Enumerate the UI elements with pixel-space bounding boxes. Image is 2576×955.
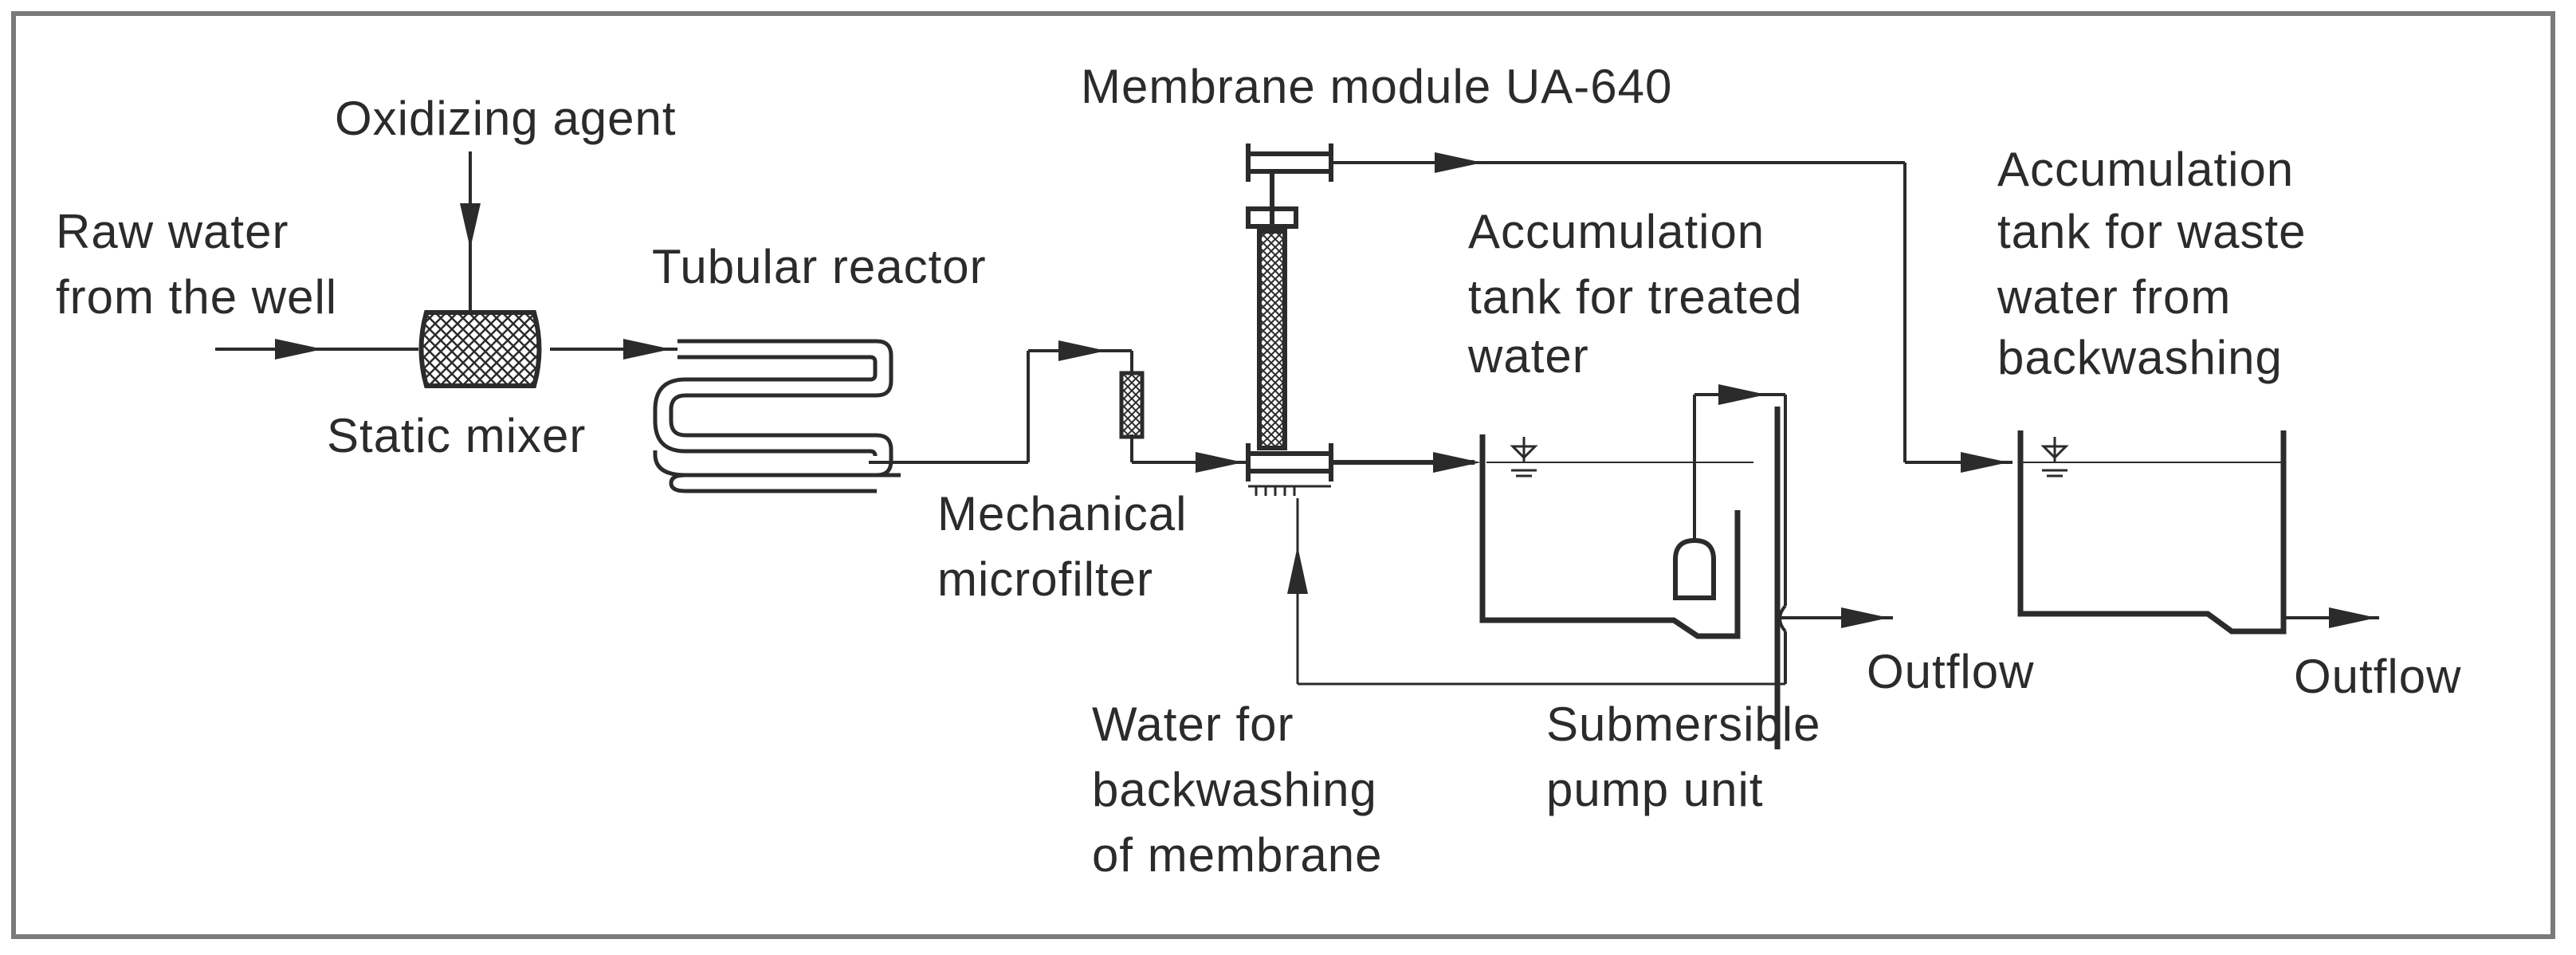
label-mechanical-line2: microfilter bbox=[937, 552, 1154, 606]
static-mixer bbox=[418, 310, 542, 388]
label-waste-tank-line1: Accumulation bbox=[1997, 143, 2295, 196]
label-pump-line2: pump unit bbox=[1546, 763, 1764, 816]
label-backwash-line3: of membrane bbox=[1092, 828, 1383, 882]
permeate-line bbox=[1331, 452, 1481, 473]
label-outflow-waste: Outflow bbox=[2294, 650, 2462, 703]
treated-tank-water-level-icon bbox=[1510, 437, 1538, 478]
reactor-outlet-line bbox=[869, 340, 1247, 473]
label-pump-line1: Submersible bbox=[1546, 698, 1821, 751]
tubular-reactor bbox=[653, 339, 901, 493]
label-waste-tank-line2: tank for waste bbox=[1997, 205, 2307, 258]
label-static-mixer: Static mixer bbox=[327, 409, 587, 462]
label-mechanical-line1: Mechanical bbox=[937, 487, 1188, 540]
label-membrane-module: Membrane module UA-640 bbox=[1081, 60, 1673, 113]
label-backwash-line2: backwashing bbox=[1092, 763, 1377, 816]
treated-water-tank bbox=[1479, 407, 1781, 749]
concentrate-line bbox=[1331, 152, 2012, 473]
raw-water-inlet-line bbox=[215, 339, 418, 360]
membrane-module bbox=[1246, 143, 1333, 496]
submersible-pump bbox=[1287, 384, 1787, 686]
label-waste-tank-line4: backwashing bbox=[1997, 331, 2283, 384]
label-treated-tank-line3: water bbox=[1468, 329, 1589, 383]
label-raw-water-line2: from the well bbox=[56, 270, 338, 324]
treated-outflow-line bbox=[1777, 607, 1893, 628]
waste-tank-water-level-icon bbox=[2040, 437, 2069, 478]
label-tubular-reactor: Tubular reactor bbox=[652, 240, 987, 293]
label-treated-tank-line1: Accumulation bbox=[1468, 205, 1765, 258]
label-outflow-treated: Outflow bbox=[1867, 645, 2035, 698]
label-treated-tank-line2: tank for treated bbox=[1468, 270, 1803, 324]
waste-water-tank bbox=[2017, 430, 2287, 635]
label-waste-tank-line3: water from bbox=[1997, 270, 2232, 324]
label-oxidizing-agent: Oxidizing agent bbox=[335, 92, 677, 145]
diagram-frame bbox=[11, 11, 2555, 939]
oxidizing-agent-line bbox=[460, 151, 481, 311]
label-backwash-line1: Water for bbox=[1092, 698, 1294, 751]
label-raw-water-line1: Raw water bbox=[56, 205, 289, 258]
waste-outflow-line bbox=[2283, 607, 2379, 628]
mixer-to-reactor-line bbox=[550, 339, 677, 360]
mechanical-microfilter bbox=[1119, 371, 1145, 439]
